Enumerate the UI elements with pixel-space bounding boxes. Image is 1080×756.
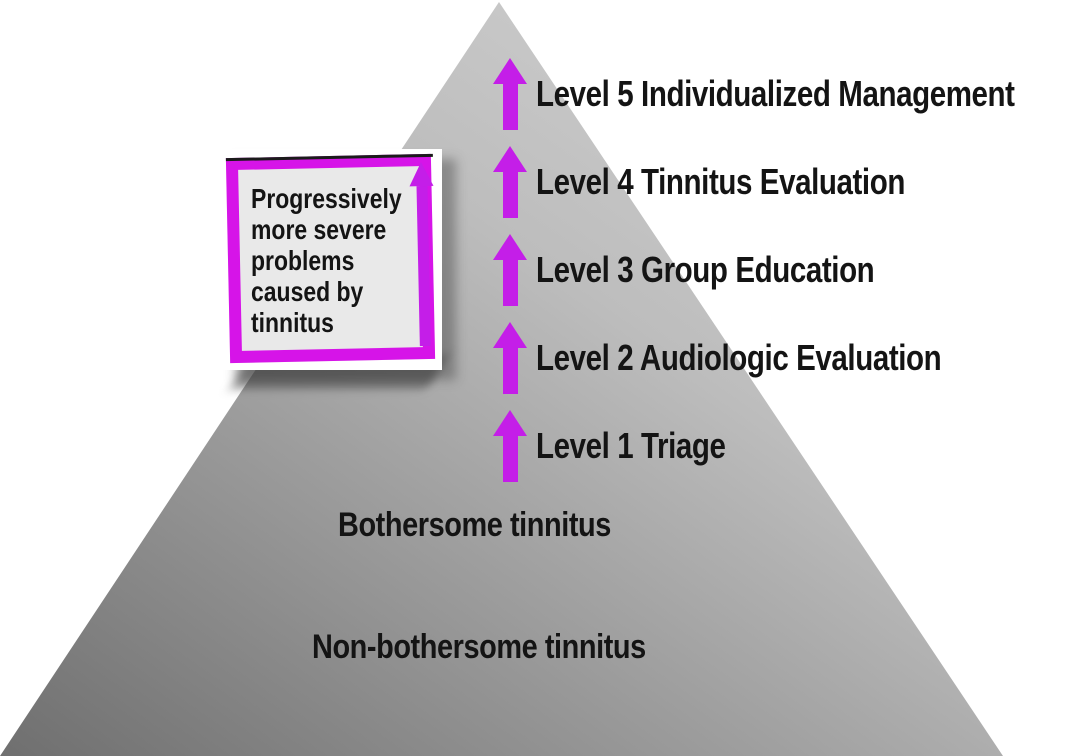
note-box: Progressively more severe problems cause… bbox=[221, 149, 442, 370]
note-up-arrow-icon bbox=[409, 161, 437, 347]
level-row-1: Level 1 Triage bbox=[493, 410, 767, 482]
note-text-line: Progressively bbox=[251, 183, 402, 214]
level-row-2: Level 2 Audiologic Evaluation bbox=[493, 322, 1030, 394]
level-3-label: Level 3 Group Education bbox=[536, 249, 875, 290]
note-text-line: more severe bbox=[251, 214, 387, 245]
bothersome-label: Bothersome tinnitus bbox=[338, 506, 611, 544]
level-row-3: Level 3 Group Education bbox=[493, 234, 949, 306]
non-bothersome-label: Non-bothersome tinnitus bbox=[312, 628, 646, 666]
up-arrow-icon bbox=[493, 410, 527, 482]
note-text: Progressively more severe problems cause… bbox=[251, 183, 402, 338]
note-frame-topline bbox=[225, 153, 433, 162]
level-5-label: Level 5 Individualized Management bbox=[536, 73, 1015, 114]
note-up-arrow-head bbox=[409, 161, 434, 187]
level-row-5: Level 5 Individualized Management bbox=[493, 58, 1080, 130]
note-text-line: tinnitus bbox=[251, 307, 334, 338]
level-2-label: Level 2 Audiologic Evaluation bbox=[536, 337, 942, 378]
level-1-label: Level 1 Triage bbox=[536, 425, 726, 466]
note-text-line: problems bbox=[251, 245, 355, 276]
level-row-4: Level 4 Tinnitus Evaluation bbox=[493, 146, 986, 218]
up-arrow-icon bbox=[493, 58, 527, 130]
up-arrow-icon bbox=[493, 322, 527, 394]
up-arrow-icon bbox=[493, 146, 527, 218]
note-up-arrow-shaft bbox=[416, 185, 431, 347]
up-arrow-icon bbox=[493, 234, 527, 306]
note-text-line: caused by bbox=[251, 276, 364, 307]
level-4-label: Level 4 Tinnitus Evaluation bbox=[536, 161, 905, 202]
